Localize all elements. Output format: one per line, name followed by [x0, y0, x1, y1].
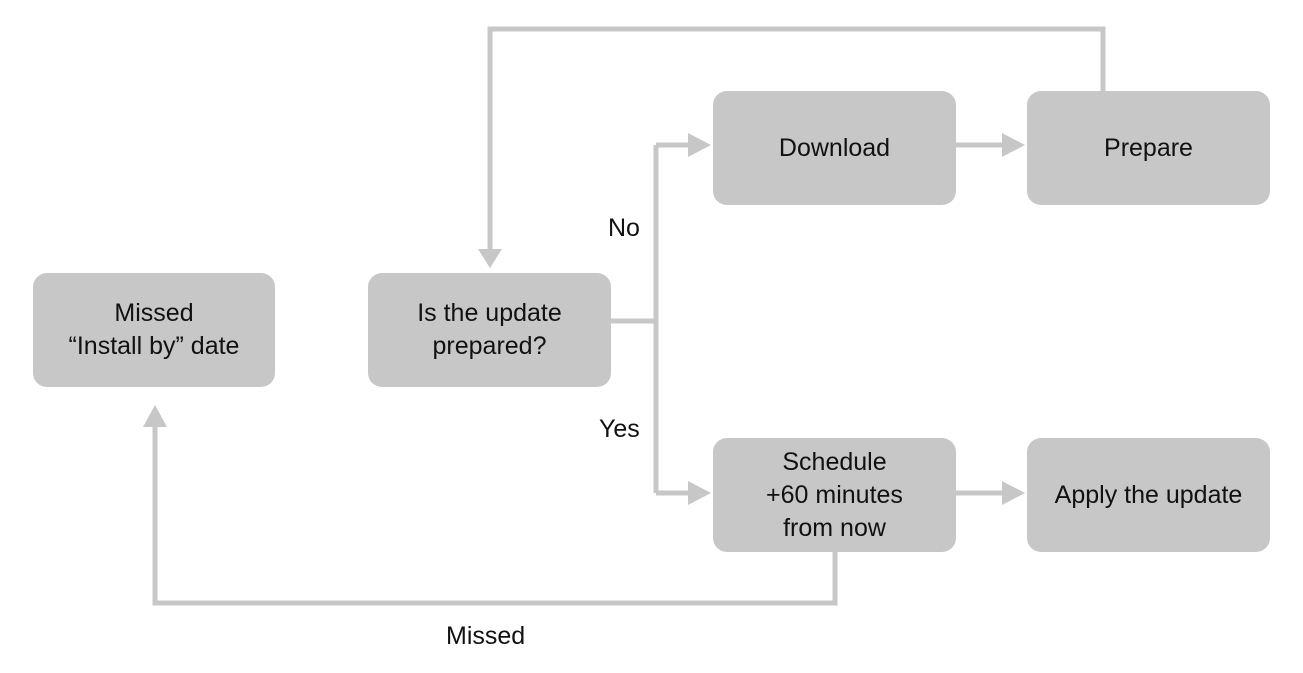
node-apply-label: Apply the update [1054, 480, 1243, 509]
node-missed-line1: Missed [114, 299, 194, 327]
node-decision-line2: prepared? [432, 332, 547, 360]
arrowhead-into-apply [1002, 481, 1025, 505]
connector-prepare-to-decision [487, 26, 1106, 252]
arrowhead-into-download [688, 133, 711, 157]
node-schedule: Schedule +60 minutes from now [713, 438, 956, 552]
arrowhead-into-missed [143, 405, 167, 427]
connector-schedule-to-missed [152, 425, 838, 606]
node-prepare: Prepare [1027, 91, 1270, 205]
node-schedule-line1: Schedule [782, 447, 887, 476]
node-download-label: Download [778, 133, 891, 162]
edge-label-yes: Yes [599, 415, 640, 443]
node-schedule-line2: +60 minutes [766, 480, 903, 509]
edge-label-no: No [608, 214, 640, 242]
arrowhead-into-prepare [1002, 133, 1025, 157]
node-is-update-prepared: Is the update prepared? [368, 273, 611, 387]
edge-label-missed: Missed [446, 622, 526, 650]
node-schedule-line3: from now [783, 513, 886, 542]
node-download: Download [713, 91, 956, 205]
arrowhead-into-schedule [688, 481, 711, 505]
node-missed-install-by-date: Missed “Install by” date [33, 273, 275, 387]
node-missed-line2: “Install by” date [68, 332, 240, 360]
node-decision-line1: Is the update [417, 299, 562, 327]
arrowhead-into-decision [478, 249, 502, 268]
node-prepare-label: Prepare [1104, 133, 1193, 162]
node-apply-update: Apply the update [1027, 438, 1270, 552]
